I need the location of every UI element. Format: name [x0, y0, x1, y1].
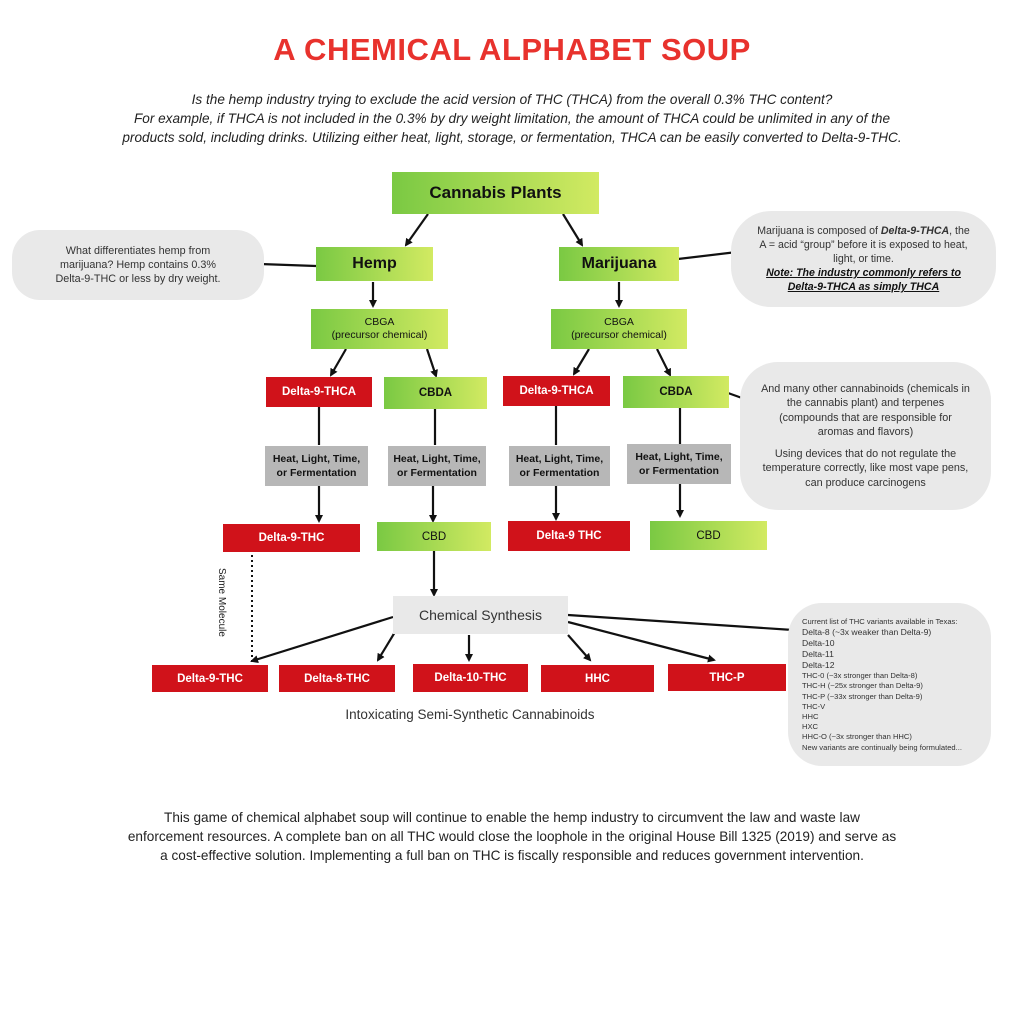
- arrow: [425, 348, 438, 378]
- variants-heading: Current list of THC variants available i…: [802, 617, 958, 626]
- same-molecule-label: Same Molecule: [216, 568, 227, 637]
- intro-line: For example, if THCA is not included in …: [133, 111, 891, 126]
- cannabinoids-note-bubble: And many other cannabinoids (chemicals i…: [740, 362, 991, 510]
- variant-item: THC-0 (~3x stronger than Delta-8): [802, 671, 918, 681]
- intoxicating-label: Intoxicating Semi-Synthetic Cannabinoids: [345, 707, 595, 722]
- intro-line: Is the hemp industry trying to exclude t…: [191, 92, 833, 107]
- bubble-text: What differentiates hemp from: [65, 245, 211, 257]
- variant-item: Delta-10: [802, 638, 835, 649]
- arrow: [404, 213, 429, 247]
- node-cannabis-plants: Cannabis Plants: [392, 172, 599, 214]
- process-box: Heat, Light, Time, or Fermentation: [509, 446, 610, 486]
- node-label: (precursor chemical): [571, 329, 667, 341]
- variant-item: HHC: [802, 712, 819, 722]
- node-label: CBGA: [604, 316, 634, 328]
- process-label: Heat, Light, Time,: [635, 451, 723, 463]
- arrow: [656, 348, 671, 377]
- bubble-pointer: [727, 391, 743, 400]
- node-marijuana: Marijuana: [559, 247, 679, 281]
- bubble-text: Marijuana is composed of Delta-9-THCA, t…: [753, 224, 974, 266]
- intro-text: Is the hemp industry trying to exclude t…: [60, 90, 964, 147]
- conclusion-line: This game of chemical alphabet soup will…: [164, 810, 860, 825]
- synth-product: Delta-9-THC: [152, 665, 268, 692]
- thc-variants-bubble: Current list of THC variants available i…: [788, 603, 991, 766]
- bubble-pointer: [567, 613, 794, 632]
- bubble-pointer: [259, 262, 317, 268]
- intro-line: products sold, including drinks. Utilizi…: [122, 130, 902, 145]
- marijuana-note-bubble: Marijuana is composed of Delta-9-THCA, t…: [731, 211, 996, 307]
- variant-item: THC-V: [802, 701, 826, 711]
- process-label: or Fermentation: [639, 465, 719, 477]
- process-label: or Fermentation: [519, 467, 600, 479]
- node-cbga-right: CBGA (precursor chemical): [551, 309, 687, 349]
- process-label: Heat, Light, Time,: [272, 453, 361, 465]
- process-label: Heat, Light, Time,: [393, 453, 481, 465]
- process-box: Heat, Light, Time, or Fermentation: [627, 444, 731, 484]
- node-chemical-synthesis: Chemical Synthesis: [393, 596, 568, 634]
- process-box: Heat, Light, Time, or Fermentation: [388, 446, 486, 486]
- variant-item: HHC-O (~3x stronger than HHC): [802, 732, 912, 742]
- bubble-text: Delta-9-THC or less by dry weight.: [55, 273, 221, 285]
- node-cbd-left: CBD: [377, 522, 491, 551]
- node-cbd-right: CBD: [650, 521, 767, 550]
- process-label: or Fermentation: [276, 467, 357, 479]
- arrow: [567, 620, 716, 663]
- arrow: [572, 348, 590, 376]
- bubble-text-bold: Delta-9-THCA: [880, 225, 950, 237]
- conclusion-text: This game of chemical alphabet soup will…: [70, 808, 954, 865]
- bubble-pointer: [677, 250, 738, 261]
- node-cbga-left: CBGA (precursor chemical): [311, 309, 448, 349]
- arrow: [562, 213, 584, 247]
- node-label: (precursor chemical): [331, 329, 428, 341]
- bubble-note: Note: The industry commonly refers to De…: [766, 267, 961, 293]
- variant-item: HXC: [802, 722, 819, 732]
- page-title: A CHEMICAL ALPHABET SOUP: [273, 32, 751, 67]
- process-label: or Fermentation: [397, 467, 477, 479]
- arrow: [376, 631, 396, 662]
- variant-item: THC-H (~25x stronger than Delta-9): [802, 681, 923, 691]
- bubble-text: marijuana? Hemp contains 0.3%: [59, 259, 217, 271]
- variant-item: New variants are continually being formu…: [802, 742, 962, 752]
- synth-product: THC-P: [668, 664, 786, 691]
- hemp-note-bubble: What differentiates hemp from marijuana?…: [12, 230, 264, 300]
- conclusion-line: enforcement resources. A complete ban on…: [127, 829, 897, 844]
- variant-item: Delta-12: [802, 660, 835, 671]
- node-cbda-left: CBDA: [384, 377, 487, 409]
- bubble-text: And many other cannabinoids (chemicals i…: [761, 382, 970, 438]
- node-hemp: Hemp: [316, 247, 433, 281]
- node-thc-left: Delta-9-THC: [223, 524, 360, 552]
- bubble-text: Using devices that do not regulate the t…: [762, 448, 969, 489]
- bubble-text-post: , the A = acid “group” before it is expo…: [759, 225, 970, 265]
- variant-item: THC-P (~33x stronger than Delta-9): [802, 691, 923, 701]
- synth-product: Delta-8-THC: [279, 665, 395, 692]
- arrow: [330, 348, 347, 377]
- conclusion-line: a cost-effective solution. Implementing …: [160, 848, 864, 863]
- arrow: [250, 615, 394, 664]
- variant-item: Delta-8 (~3x weaker than Delta-9): [802, 627, 932, 638]
- node-label: CBGA: [364, 316, 395, 328]
- variant-item: Delta-11: [802, 649, 834, 660]
- bubble-text-pre: Marijuana is composed of: [757, 225, 881, 237]
- node-thca-right: Delta-9-THCA: [503, 376, 610, 406]
- arrow: [567, 634, 592, 662]
- process-box: Heat, Light, Time, or Fermentation: [265, 446, 368, 486]
- synth-product: HHC: [541, 665, 654, 692]
- node-thc-right: Delta-9 THC: [508, 521, 630, 551]
- node-cbda-right: CBDA: [623, 376, 729, 408]
- node-thca-left: Delta-9-THCA: [266, 377, 372, 407]
- process-label: Heat, Light, Time,: [515, 453, 604, 465]
- synth-product: Delta-10-THC: [413, 664, 528, 692]
